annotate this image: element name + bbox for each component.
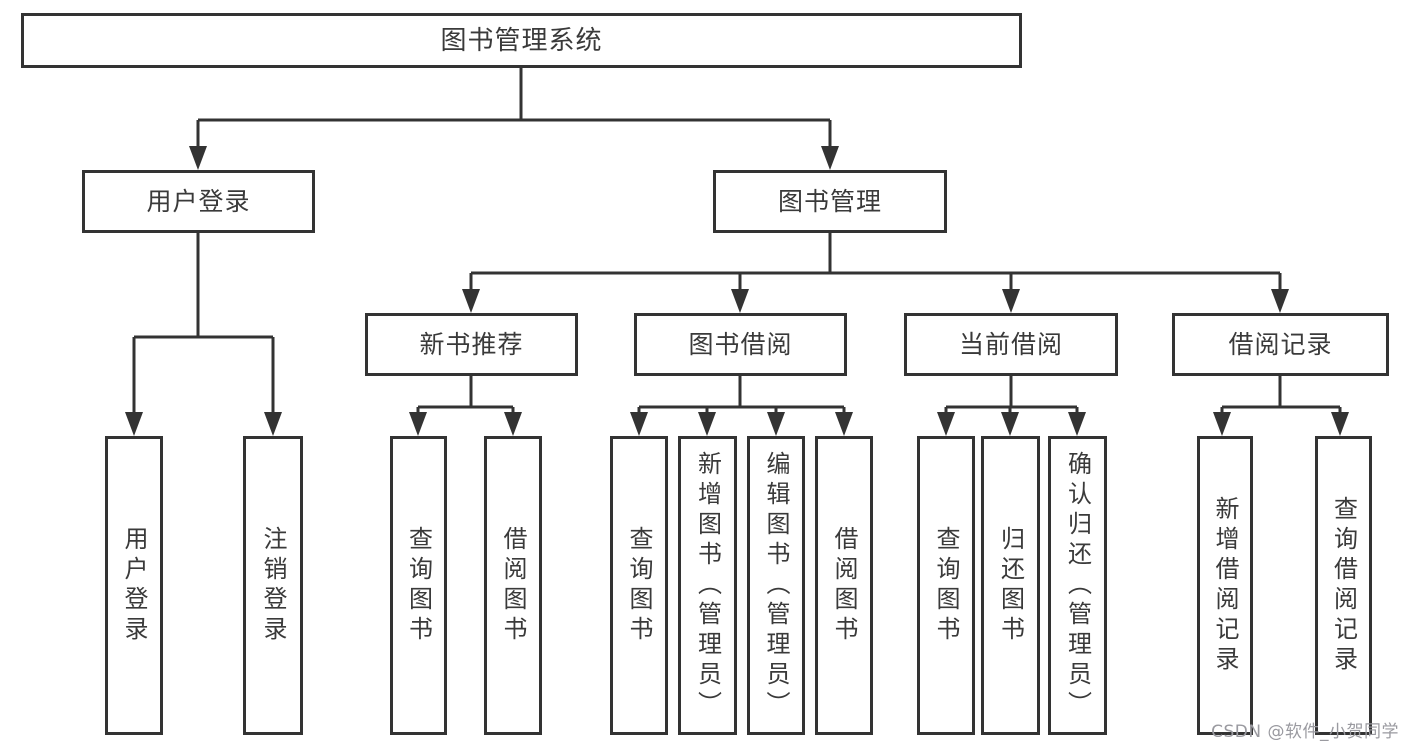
- arrowheads: [125, 146, 1349, 436]
- connector-user-login: [132, 233, 275, 414]
- leaf-confirm-return-admin: 确认归还（管理员）: [1048, 436, 1107, 735]
- node-book-management: 图书管理: [713, 170, 947, 233]
- connector-root: [196, 68, 832, 148]
- node-current-borrowing: 当前借阅: [904, 313, 1118, 376]
- connector-book-mgmt: [469, 233, 1282, 291]
- leaf-add-books-admin: 新增图书（管理员）: [678, 436, 737, 735]
- connector-current-borrow: [944, 376, 1079, 414]
- leaf-user-login: 用户登录: [105, 436, 163, 735]
- node-new-book-recommend: 新书推荐: [365, 313, 578, 376]
- watermark: CSDN @软件_小贺同学: [1211, 722, 1399, 742]
- node-book-borrowing: 图书借阅: [634, 313, 847, 376]
- connector-new-book: [416, 376, 515, 414]
- node-root-library-system: 图书管理系统: [21, 13, 1022, 68]
- leaf-query-books-recommend: 查询图书: [390, 436, 447, 735]
- leaf-return-books: 归还图书: [981, 436, 1040, 735]
- leaf-add-borrow-record: 新增借阅记录: [1197, 436, 1253, 735]
- leaf-query-books-current: 查询图书: [917, 436, 975, 735]
- leaf-logout: 注销登录: [243, 436, 303, 735]
- leaf-borrow-books: 借阅图书: [815, 436, 873, 735]
- leaf-query-borrow-record: 查询借阅记录: [1315, 436, 1372, 735]
- leaf-edit-books-admin: 编辑图书（管理员）: [747, 436, 805, 735]
- connector-book-borrow: [637, 376, 846, 414]
- node-user-login: 用户登录: [82, 170, 315, 233]
- connector-borrow-records: [1220, 376, 1342, 414]
- node-borrowing-records: 借阅记录: [1172, 313, 1389, 376]
- leaf-query-books-borrow: 查询图书: [610, 436, 668, 735]
- leaf-borrow-books-recommend: 借阅图书: [484, 436, 542, 735]
